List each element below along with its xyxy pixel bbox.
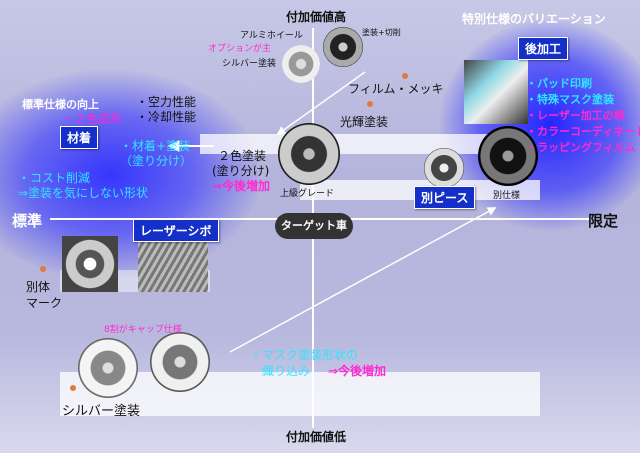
- label-two-color-2: (塗り分け): [212, 164, 270, 178]
- wheel-two-color-icon: [278, 123, 340, 185]
- post-process-item: ・ラッピングフィルム: [526, 141, 636, 154]
- label-aluminum: アルミホイール: [240, 31, 303, 41]
- axis-top-label: 付加価値高: [286, 10, 347, 24]
- post-process-item: ・レーザー加工の柄: [526, 109, 625, 122]
- label-mask-2: 織り込み: [262, 364, 311, 378]
- standard-glow: [0, 70, 260, 280]
- label-option-main: オプションが主: [208, 44, 272, 54]
- post-process-item: ・カラーコーディネート: [526, 125, 640, 138]
- wheel-cap-1-icon: [78, 338, 138, 398]
- axis-right-label: 限定: [588, 212, 619, 230]
- axis-left-label: 標準: [12, 212, 43, 230]
- label-silver-small: シルバー塗装: [222, 59, 277, 69]
- label-mask-1: ・マスク塗装形状の: [250, 348, 359, 362]
- post-process-item: ・パッド印刷: [526, 77, 592, 90]
- label-material-paint-1: ・材着+塗装: [120, 139, 191, 153]
- wheel-aluminum-icon: [282, 45, 320, 83]
- label-two-color-molding: ・２色成形: [62, 112, 123, 126]
- separate-mark-photo: [62, 236, 118, 292]
- separate-piece-box: 別ピース: [414, 186, 476, 209]
- band-upper: [200, 134, 500, 154]
- label-cost-2: ⇒塗装を気にしない形状: [18, 186, 149, 200]
- wheel-separate-piece-icon: [424, 148, 464, 188]
- dot-bright: [367, 101, 373, 107]
- label-film-plating: フィルム・メッキ: [348, 82, 444, 96]
- post-process-item: ・特殊マスク塗装: [526, 93, 614, 106]
- wheel-cut-paint-icon: [323, 27, 363, 67]
- label-separate-mark-1: 別体: [26, 280, 51, 294]
- label-upper-grade: 上級グレード: [280, 189, 335, 199]
- label-cap-80: 8割がキャップ仕様: [104, 325, 182, 335]
- axis-bottom-label: 付加価値低: [286, 430, 347, 444]
- label-bright-paint: 光輝塗装: [340, 115, 389, 129]
- material-box: 材着: [60, 126, 99, 149]
- label-paint-cut: 塗装+切削: [362, 28, 401, 37]
- laser-texture-photo: [138, 236, 208, 292]
- band-bottom: [60, 372, 540, 416]
- label-material-paint-2: （塗り分け）: [120, 154, 193, 168]
- post-process-photo: [464, 60, 528, 124]
- target-car: ターゲット車: [275, 213, 353, 239]
- special-variation-title: 特別仕様のバリエーション: [462, 12, 606, 26]
- label-mask-future: ⇒今後増加: [328, 364, 387, 378]
- label-future-increase: ⇒今後増加: [212, 179, 271, 193]
- wheel-special-icon: [478, 126, 538, 186]
- dot-film: [402, 73, 408, 79]
- laser-box: レーザーシボ: [133, 219, 219, 242]
- post-process-list: ・パッド印刷 ・特殊マスク塗装 ・レーザー加工の柄 ・カラーコーディネート ・ラ…: [526, 76, 640, 156]
- post-process-box: 後加工: [518, 37, 569, 60]
- label-separate-mark-2: マーク: [26, 296, 63, 310]
- label-cooling: ・冷却性能: [136, 110, 197, 124]
- wheel-cap-2-icon: [150, 332, 210, 392]
- label-aero: ・空力性能: [136, 95, 197, 109]
- dot-separate-mark: [40, 266, 46, 272]
- label-silver-paint: シルバー塗装: [62, 404, 141, 419]
- label-special-spec: 別仕様: [493, 191, 521, 201]
- label-cost-1: ・コスト削減: [18, 171, 91, 185]
- label-two-color-1: ２色塗装: [218, 149, 267, 163]
- dot-silver: [70, 385, 76, 391]
- standard-improve-title: 標準仕様の向上: [22, 98, 99, 111]
